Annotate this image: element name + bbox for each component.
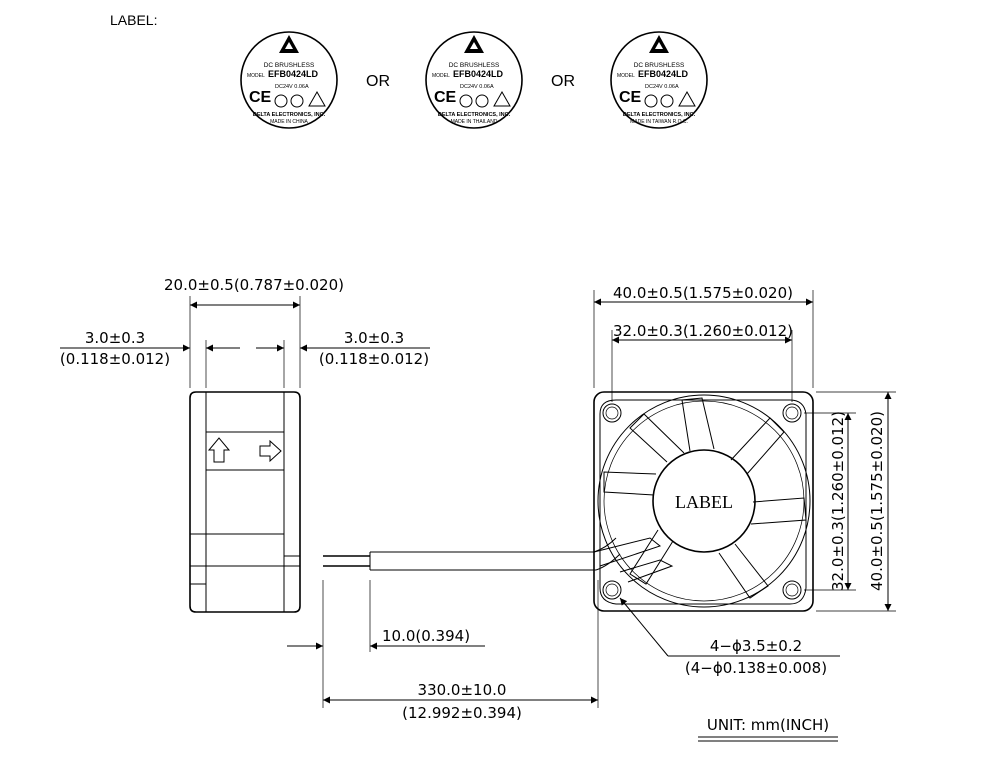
side-flange-right-dimension: 3.0±0.3 (0.118±0.012) bbox=[256, 329, 430, 388]
badge-ce-mark: CE bbox=[249, 89, 272, 106]
label-badge-2: DC BRUSHLESS MODEL EFB0424LD CE DC24V 0.… bbox=[425, 31, 523, 129]
tuv-mark-icon bbox=[678, 90, 696, 107]
side-flange-left-dimension: 3.0±0.3 (0.118±0.012) bbox=[60, 329, 240, 388]
mount-hole-tl bbox=[602, 403, 622, 423]
badge-model: EFB0424LD bbox=[638, 69, 689, 79]
badge-maker: DELTA ELECTRONICS, INC. bbox=[253, 112, 326, 118]
holes-in-label: (4−ϕ0.138±0.008) bbox=[685, 659, 827, 677]
flange-left-mm: 3.0±0.3 bbox=[85, 329, 145, 347]
badge-model: EFB0424LD bbox=[268, 69, 319, 79]
fan-blades bbox=[603, 397, 807, 599]
outer-height-label: 40.0±0.5(1.575±0.020) bbox=[868, 411, 886, 591]
badge-origin: MADE IN CHINA bbox=[270, 119, 308, 125]
side-view bbox=[189, 391, 301, 613]
front-hole-spacing-height-dimension: 32.0±0.3(1.260±0.012) bbox=[804, 411, 856, 591]
holes-mm-label: 4−ϕ3.5±0.2 bbox=[710, 637, 802, 655]
badge-model-caption: MODEL bbox=[432, 73, 450, 79]
badge-model: EFB0424LD bbox=[453, 69, 504, 79]
side-depth-dimension: 20.0±0.5(0.787±0.020) bbox=[164, 276, 344, 388]
front-outer-width-dimension: 40.0±0.5(1.575±0.020) bbox=[593, 284, 814, 388]
badge-ce-mark: CE bbox=[434, 89, 457, 106]
badge-origin: MADE IN THAILAND bbox=[451, 119, 498, 125]
wire-strip-label: 10.0(0.394) bbox=[382, 627, 470, 645]
ul-mark-icon bbox=[644, 94, 658, 108]
tuv-mark-icon bbox=[308, 90, 326, 107]
wire-length-mm: 330.0±10.0 bbox=[418, 681, 507, 699]
badge-ce-mark: CE bbox=[619, 89, 642, 106]
cul-mark-icon bbox=[290, 94, 304, 108]
badge-rating: DC24V 0.06A bbox=[275, 84, 309, 90]
airflow-arrow-up-icon bbox=[207, 437, 231, 463]
badge-line1: DC BRUSHLESS bbox=[264, 62, 315, 69]
fan-hub bbox=[652, 449, 756, 553]
ul-mark-icon bbox=[274, 94, 288, 108]
badge-line1: DC BRUSHLESS bbox=[634, 62, 685, 69]
badge-model-caption: MODEL bbox=[247, 73, 265, 79]
badge-line1: DC BRUSHLESS bbox=[449, 62, 500, 69]
side-depth-label: 20.0±0.5(0.787±0.020) bbox=[164, 276, 344, 294]
hub-label: LABEL bbox=[675, 492, 733, 512]
label-badge-3: DC BRUSHLESS MODEL EFB0424LD CE DC24V 0.… bbox=[610, 31, 708, 129]
outer-width-label: 40.0±0.5(1.575±0.020) bbox=[613, 284, 793, 302]
fan-shroud bbox=[597, 394, 811, 608]
or-separator-2: OR bbox=[551, 73, 575, 90]
ul-mark-icon bbox=[459, 94, 473, 108]
label-heading: LABEL: bbox=[110, 12, 157, 28]
badge-maker: DELTA ELECTRONICS, INC. bbox=[438, 112, 511, 118]
flange-right-mm: 3.0±0.3 bbox=[344, 329, 404, 347]
mount-holes-callout: 4−ϕ3.5±0.2 (4−ϕ0.138±0.008) bbox=[619, 597, 840, 677]
label-badge-1: DC BRUSHLESS MODEL EFB0424LD CE DC24V 0.… bbox=[240, 31, 338, 129]
wire-length-dimension: 330.0±10.0 (12.992±0.394) bbox=[323, 580, 599, 722]
unit-note: UNIT: mm(INCH) bbox=[698, 716, 838, 742]
hole-spacing-height-label: 32.0±0.3(1.260±0.012) bbox=[829, 411, 847, 591]
badge-rating: DC24V 0.06A bbox=[460, 84, 494, 90]
badge-origin: MADE IN TAIWAN R.O.C. bbox=[630, 119, 688, 125]
wire-length-in: (12.992±0.394) bbox=[402, 704, 522, 722]
lead-wires bbox=[323, 537, 621, 571]
badge-model-caption: MODEL bbox=[617, 73, 635, 79]
mount-hole-br bbox=[782, 580, 802, 600]
mount-hole-bl bbox=[602, 580, 622, 600]
front-view: LABEL bbox=[593, 391, 814, 612]
mount-hole-tr bbox=[782, 403, 802, 423]
flange-left-in: (0.118±0.012) bbox=[60, 350, 170, 368]
badge-rating: DC24V 0.06A bbox=[645, 84, 679, 90]
badge-maker: DELTA ELECTRONICS, INC. bbox=[623, 112, 696, 118]
hole-spacing-width-label: 32.0±0.3(1.260±0.012) bbox=[613, 322, 793, 340]
rotation-arrow-right-icon bbox=[259, 439, 282, 463]
front-outer-height-dimension: 40.0±0.5(1.575±0.020) bbox=[816, 391, 896, 612]
cul-mark-icon bbox=[660, 94, 674, 108]
front-hole-spacing-width-dimension: 32.0±0.3(1.260±0.012) bbox=[611, 322, 793, 402]
tuv-mark-icon bbox=[493, 90, 511, 107]
or-separator-1: OR bbox=[366, 73, 390, 90]
wire-strip-dimension: 10.0(0.394) bbox=[287, 580, 485, 708]
flange-right-in: (0.118±0.012) bbox=[319, 350, 429, 368]
cul-mark-icon bbox=[475, 94, 489, 108]
unit-label: UNIT: mm(INCH) bbox=[707, 716, 829, 734]
